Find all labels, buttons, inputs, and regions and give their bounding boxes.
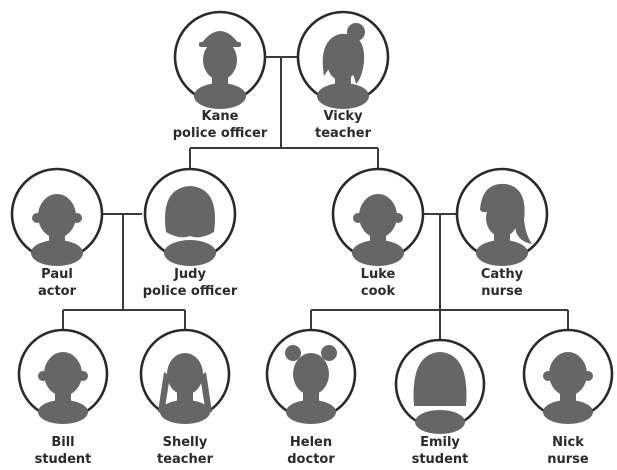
person-nick: Nick nurse [522, 328, 614, 467]
person-name: Cathy [481, 267, 524, 282]
person-helen: Helen doctor [265, 328, 357, 467]
person-job: cook [361, 284, 396, 299]
person-job: student [412, 452, 469, 467]
person-job: teacher [157, 452, 214, 467]
person-luke: Luke cook [331, 167, 425, 299]
connector-lines [62, 56, 569, 340]
person-job: doctor [287, 452, 335, 467]
person-emily: Emily student [394, 338, 486, 467]
person-job: teacher [315, 126, 372, 141]
bob-hair-icon [165, 186, 215, 238]
person-name: Judy [173, 267, 206, 282]
braids-hair-icon [158, 372, 212, 414]
person-job: nurse [481, 284, 523, 299]
person-name: Helen [290, 435, 332, 450]
person-job: actor [38, 284, 77, 299]
person-name: Kane [202, 109, 239, 124]
bun-hair-icon [285, 345, 301, 361]
person-name: Emily [420, 435, 460, 450]
person-bill: Bill student [17, 328, 109, 467]
long-hair-icon [413, 352, 467, 406]
side-hair-icon [480, 183, 532, 244]
person-paul: Paul actor [10, 167, 104, 299]
person-vicky: Vicky teacher [296, 10, 390, 141]
person-kane: Kane police officer [173, 10, 268, 141]
person-name: Paul [41, 267, 73, 282]
person-name: Bill [51, 435, 74, 450]
person-cathy: Cathy nurse [455, 167, 549, 299]
person-judy: Judy police officer [143, 167, 238, 299]
person-job: nurse [547, 452, 589, 467]
person-name: Luke [361, 267, 396, 282]
person-name: Vicky [323, 109, 363, 124]
person-name: Nick [552, 435, 584, 450]
person-job: police officer [143, 284, 238, 299]
person-job: police officer [173, 126, 268, 141]
person-name: Shelly [163, 435, 208, 450]
person-shelly: Shelly teacher [139, 328, 231, 467]
person-job: student [35, 452, 92, 467]
police-hat-icon [201, 31, 239, 44]
